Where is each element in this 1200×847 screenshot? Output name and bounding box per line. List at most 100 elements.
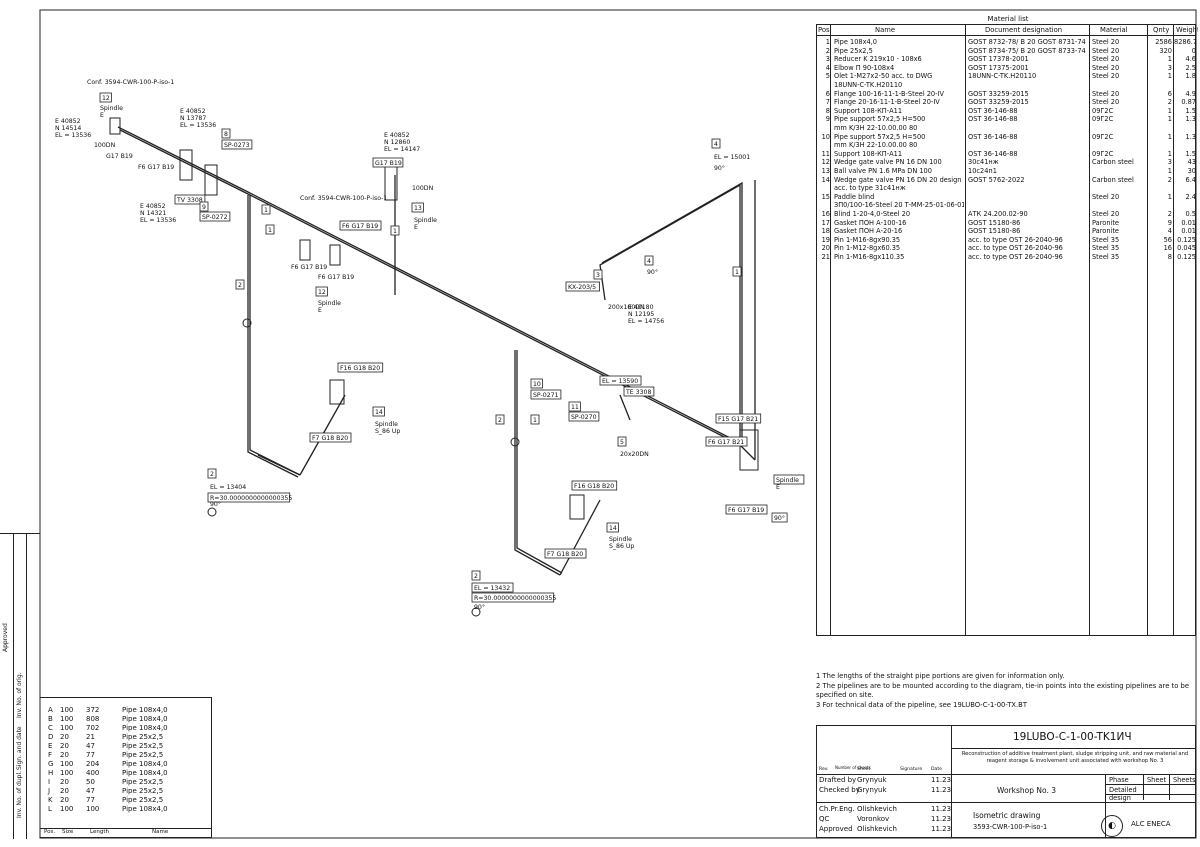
pipe-cell-size: 20: [60, 796, 69, 804]
material-cell-pos: 11: [821, 149, 830, 158]
material-cell-mat: Steel 20: [1092, 46, 1120, 55]
iso-label-box: [623, 386, 655, 397]
iso-label: Spindle: [318, 300, 341, 307]
material-cell-qty: 9: [1167, 218, 1172, 227]
iso-label-box: [593, 269, 603, 280]
material-cell-name: Blind 1-20-4,0-Steel 20: [834, 210, 911, 218]
material-list-table: Pos. Name Document designation Material …: [816, 24, 1198, 636]
material-cell-qty: 1: [1167, 72, 1172, 81]
pipe-cell-len: 100: [86, 805, 100, 813]
material-cell-qty: 1: [1167, 192, 1172, 201]
material-cell-qty: 8: [1167, 253, 1172, 261]
iso-label: N 14321: [140, 210, 166, 217]
material-cell-pos: 17: [821, 218, 830, 227]
iso-label-box: [199, 201, 209, 212]
iso-label: 1: [264, 207, 268, 214]
iso-label: 2: [474, 573, 478, 580]
material-cell-qty: 2: [1167, 175, 1172, 184]
iso-label: G17 B19: [375, 160, 402, 167]
signature-name: Grynyuk: [857, 776, 887, 784]
material-cell-wt: 0.87: [1181, 98, 1196, 107]
pipe-cell-name: Pipe 108x4,0: [122, 760, 168, 768]
material-cell-pos: 14: [821, 175, 830, 184]
note-1: 1 The lengths of the straight pipe porti…: [816, 672, 1065, 680]
material-cell-doc: GOST 8734-75/ B 20 GOST 8733-74: [968, 46, 1086, 55]
iso-label-box: [199, 211, 231, 222]
material-cell-qty: 16: [1163, 244, 1172, 253]
pipe-cell-name: Pipe 25x2,5: [122, 742, 164, 750]
project-title: Reconstruction of additive treatment pla…: [961, 751, 1189, 764]
material-list-header: Pos. Name Document designation Material …: [817, 26, 1198, 35]
rev-header: Rev.: [819, 767, 829, 772]
iso-label-box: [221, 128, 231, 139]
material-cell-wt: 2.5: [1185, 63, 1197, 72]
material-cell-name: Pipe support 57x2,5 H=500: [834, 115, 926, 124]
pipe-cell-size: 20: [60, 787, 69, 795]
pipe-cell-pos: D: [48, 733, 54, 741]
pipe-cell-size: 100: [60, 805, 74, 813]
iso-label-box: [471, 592, 555, 603]
material-cell-pos: 9: [825, 115, 830, 124]
material-cell-qty: 1: [1167, 149, 1172, 158]
workshop-name: Workshop No. 3: [997, 786, 1056, 795]
material-cell-qty: 1: [1167, 132, 1172, 141]
material-cell-mat: 09Г2С: [1092, 106, 1114, 115]
iso-label: G17 B19: [106, 153, 133, 160]
iso-label: 1: [268, 227, 272, 234]
side-inv-dupl: Inv. No. of dupl.: [16, 770, 23, 818]
iso-label: S_86 Up: [375, 428, 400, 435]
signature-name: Voronkov: [857, 815, 890, 823]
iso-label-box: [530, 378, 543, 389]
iso-label: SP-0271: [533, 392, 559, 399]
iso-label: EL = 14756: [628, 318, 664, 325]
iso-label-box: [565, 281, 600, 292]
material-cell-mat: Steel 20: [1092, 210, 1120, 218]
pipe-cell-name: Pipe 108x4,0: [122, 805, 168, 813]
material-cell-pos: 21: [821, 253, 830, 261]
iso-label-box: [530, 414, 540, 425]
iso-label-box: [99, 92, 112, 103]
pipe-cell-len: 372: [86, 706, 100, 714]
iso-label-box: [471, 570, 481, 581]
iso-label: Conf. 3594-CWR-100-P-iso-1: [300, 195, 387, 202]
side-stamp: Approved Inv. No. of orig. Sign. and dat…: [0, 533, 40, 839]
material-cell-pos: 7: [825, 98, 830, 107]
iso-label: 1: [393, 228, 397, 235]
signature-name: Grynyuk: [857, 786, 887, 794]
iso-label: 1: [533, 417, 537, 424]
material-cell-pos: 12: [821, 158, 830, 167]
iso-label-box: [495, 414, 505, 425]
pipe-cell-size: 20: [60, 742, 69, 750]
pipe-header-size: Size: [62, 829, 74, 835]
iso-label-box: [771, 512, 788, 523]
iso-label: 14: [609, 525, 617, 532]
iso-label: 90°: [210, 500, 221, 508]
iso-label-box: [568, 411, 600, 422]
iso-label-box: [773, 474, 805, 485]
material-cell-mat: 09Г2С: [1092, 115, 1114, 124]
sheets-label: Sheets: [1173, 776, 1196, 784]
iso-label: N 14514: [55, 125, 81, 132]
material-cell-name: mm K/3H 22-10.00.00 80: [834, 124, 918, 132]
material-cell-mat: 09Г2С: [1092, 149, 1114, 158]
iso-label: 12: [102, 95, 110, 102]
iso-label: E 40852: [384, 132, 410, 139]
iso-label-box: [571, 480, 618, 491]
iso-label-box: [544, 548, 587, 559]
material-cell-doc: OST 36-146-88: [968, 115, 1018, 124]
material-cell-name: Support 108-КП-А11: [834, 106, 903, 115]
pipe-lines: [117, 126, 756, 576]
material-cell-doc: GOST 15180-86: [968, 218, 1021, 227]
iso-label-box: [265, 224, 275, 235]
iso-label-box: [530, 389, 562, 400]
iso-label: S_86 Up: [609, 543, 634, 550]
material-cell-pos: 8: [825, 106, 830, 115]
iso-label-box: [606, 522, 619, 533]
signature-role: Approved: [819, 825, 853, 833]
